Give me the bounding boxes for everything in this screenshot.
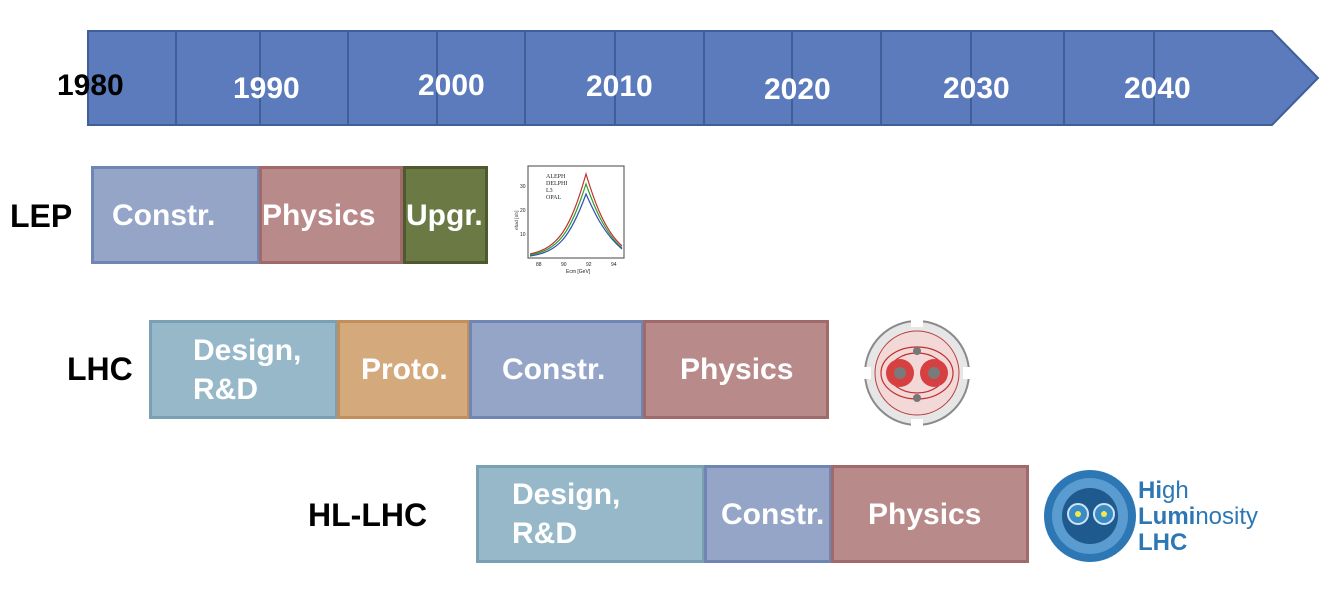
hllhc-phase-design: Design, R&D: [476, 465, 705, 563]
lhc-phase-proto-label: Proto.: [361, 353, 448, 386]
logo-text-nosity: nosity: [1195, 503, 1258, 530]
lep-phase-upgr: Upgr.: [403, 166, 488, 264]
plot-legend-opal: OPAL: [546, 195, 561, 201]
plot-legend-delphi: DELPHI: [546, 181, 567, 187]
lhc-phase-design-label-2: R&D: [193, 372, 258, 406]
plot-legend-aleph: ALEPH: [546, 174, 566, 180]
lep-phase-physics-label: Physics: [262, 198, 376, 232]
year-1980: 1980: [57, 69, 124, 102]
hl-lhc-logo: High Luminosity LHC: [1044, 470, 1258, 562]
plot-xlabel: Ecm [GeV]: [566, 269, 591, 275]
hllhc-phase-constr-label: Constr.: [721, 497, 825, 531]
year-2010: 2010: [586, 70, 653, 103]
lhc-phase-design: Design, R&D: [149, 320, 338, 419]
lep-phase-constr: Constr.: [91, 166, 260, 264]
lhc-phase-physics-label: Physics: [680, 353, 794, 386]
row-label-hl-lhc: HL-LHC: [308, 497, 428, 533]
plot-xtick-88: 88: [536, 262, 542, 268]
plot-ytick-30: 30: [520, 184, 526, 190]
lhc-phase-physics: Physics: [643, 320, 829, 419]
lep-phase-physics: Physics: [259, 166, 403, 264]
lhc-phase-design-label-1: Design,: [193, 333, 302, 367]
lhc-phase-proto: Proto.: [337, 320, 470, 419]
year-2020: 2020: [764, 73, 831, 106]
lhc-phase-constr-label: Constr.: [502, 353, 606, 386]
row-label-lep: LEP: [10, 198, 73, 234]
plot-ytick-10: 10: [520, 232, 526, 238]
plot-xtick-92: 92: [586, 262, 592, 268]
hllhc-phase-physics-label: Physics: [868, 497, 982, 531]
svg-text:Luminosity: Luminosity: [1138, 503, 1258, 530]
year-2040: 2040: [1124, 72, 1191, 105]
lep-lineshape-plot: ALEPH DELPHI L3 OPAL σhad [nb] 30 20 10 …: [515, 165, 625, 275]
year-2000: 2000: [418, 69, 485, 102]
lep-phase-upgr-label: Upgr.: [406, 198, 483, 232]
lhc-phase-constr: Constr.: [469, 320, 644, 419]
hllhc-phase-design-label-2: R&D: [512, 517, 577, 550]
logo-text-lumi: Lumi: [1138, 503, 1195, 530]
hllhc-phase-design-label-1: Design,: [512, 478, 621, 511]
logo-text-gh: gh: [1162, 477, 1189, 504]
svg-text:High: High: [1138, 477, 1189, 504]
plot-legend-l3: L3: [546, 188, 553, 194]
plot-ylabel: σhad [nb]: [515, 210, 520, 230]
lhc-magnet-cross-section-image: [863, 319, 971, 427]
timeline-arrow: [87, 30, 1320, 126]
hllhc-phase-constr: Constr.: [704, 465, 832, 563]
plot-xtick-90: 90: [561, 262, 567, 268]
year-2030: 2030: [943, 72, 1010, 105]
plot-xtick-94: 94: [611, 262, 617, 268]
row-label-lhc: LHC: [67, 351, 133, 387]
year-1990: 1990: [233, 72, 300, 105]
timeline-dividers: [175, 31, 1155, 125]
hllhc-phase-physics: Physics: [831, 465, 1029, 563]
logo-text-lhc: LHC: [1138, 529, 1187, 556]
logo-text-hi: Hi: [1138, 477, 1162, 504]
lep-phase-constr-label: Constr.: [112, 198, 216, 232]
plot-ytick-20: 20: [520, 208, 526, 214]
